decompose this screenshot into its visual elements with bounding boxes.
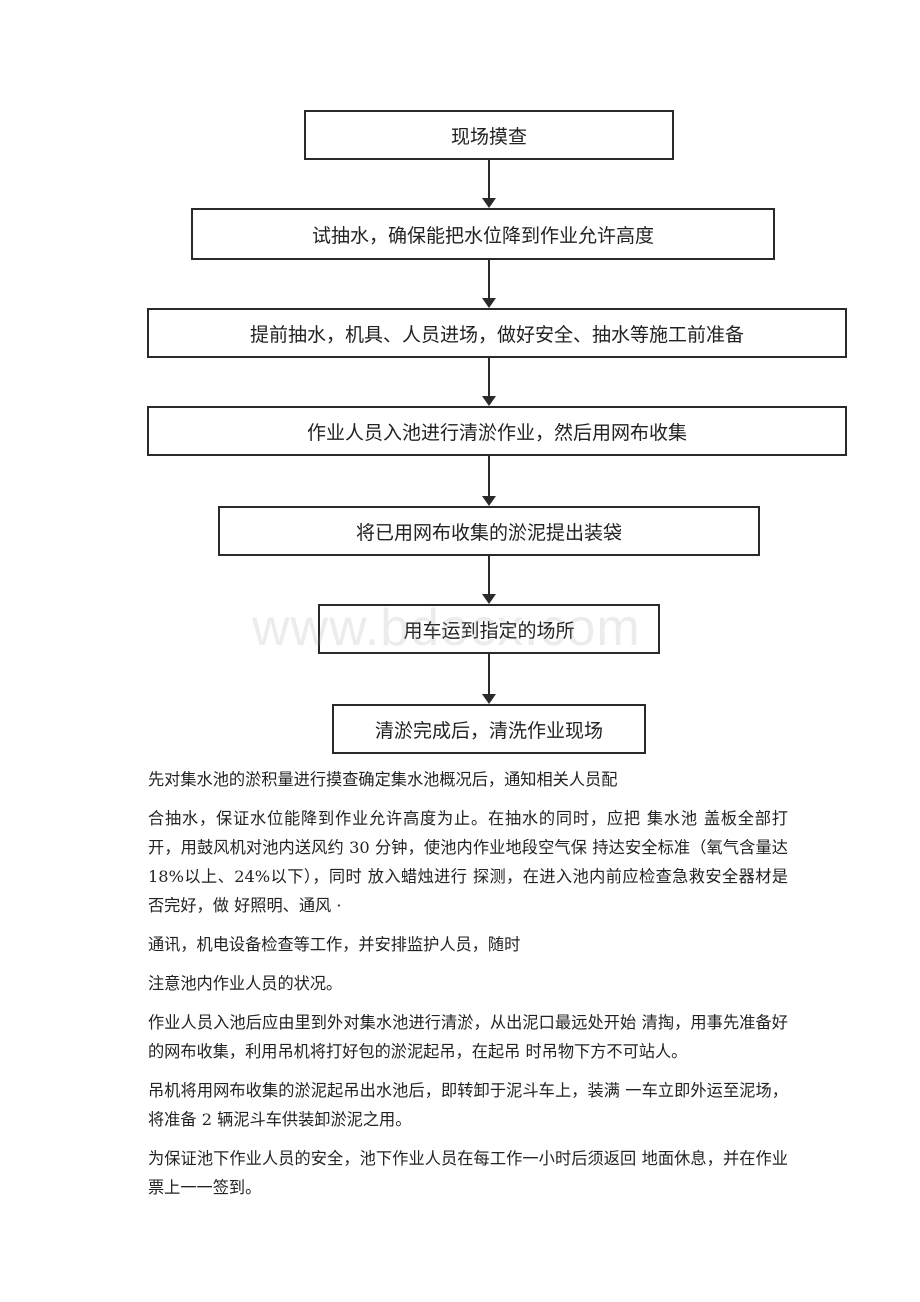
flow-connector: [488, 160, 490, 198]
flow-connector: [488, 556, 490, 594]
flow-connector: [488, 260, 490, 298]
flow-step-transport: 用车运到指定的场所: [318, 604, 660, 654]
arrow-down-icon: [482, 496, 496, 506]
paragraph: 吊机将用网布收集的淤泥起吊出水池后，即转卸于泥斗车上，装满 一车立即外运至泥场，…: [148, 1081, 788, 1129]
paragraph: 通讯，机电设备检查等工作，并安排监护人员，随时: [148, 935, 521, 954]
flow-step-preparation: 提前抽水，机具、人员进场，做好安全、抽水等施工前准备: [147, 308, 847, 358]
paragraph: 为保证池下作业人员的安全，池下作业人员在每工作一小时后须返回 地面休息，并在作业…: [148, 1149, 788, 1197]
flow-step-dredging: 作业人员入池进行清淤作业，然后用网布收集: [147, 406, 847, 456]
body-text: 先对集水池的淤积量进行摸查确定集水池概况后，通知相关人员配 合抽水，保证水位能降…: [148, 765, 788, 1212]
paragraph: 作业人员入池后应由里到外对集水池进行清淤，从出泥口最远处开始 清掏，用事先准备好…: [148, 1013, 788, 1061]
flow-connector: [488, 358, 490, 396]
arrow-down-icon: [482, 694, 496, 704]
paragraph: 合抽水，保证水位能降到作业允许高度为止。在抽水的同时，应把 集水池 盖板全部打开…: [148, 809, 788, 915]
flow-step-bagging: 将已用网布收集的淤泥提出装袋: [218, 506, 760, 556]
paragraph: 注意池内作业人员的状况。: [148, 974, 343, 993]
flow-step-survey: 现场摸查: [304, 110, 674, 160]
flowchart: 现场摸查 试抽水，确保能把水位降到作业允许高度 提前抽水，机具、人员进场，做好安…: [147, 110, 847, 754]
flow-step-cleanup: 清淤完成后，清洗作业现场: [332, 704, 646, 754]
arrow-down-icon: [482, 396, 496, 406]
flow-connector: [488, 456, 490, 496]
watermark: www.bdocx.com: [252, 599, 641, 657]
arrow-down-icon: [482, 298, 496, 308]
arrow-down-icon: [482, 594, 496, 604]
arrow-down-icon: [482, 198, 496, 208]
flow-connector: [488, 654, 490, 694]
flow-step-test-pumping: 试抽水，确保能把水位降到作业允许高度: [191, 208, 775, 260]
paragraph: 先对集水池的淤积量进行摸查确定集水池概况后，通知相关人员配: [148, 770, 618, 789]
